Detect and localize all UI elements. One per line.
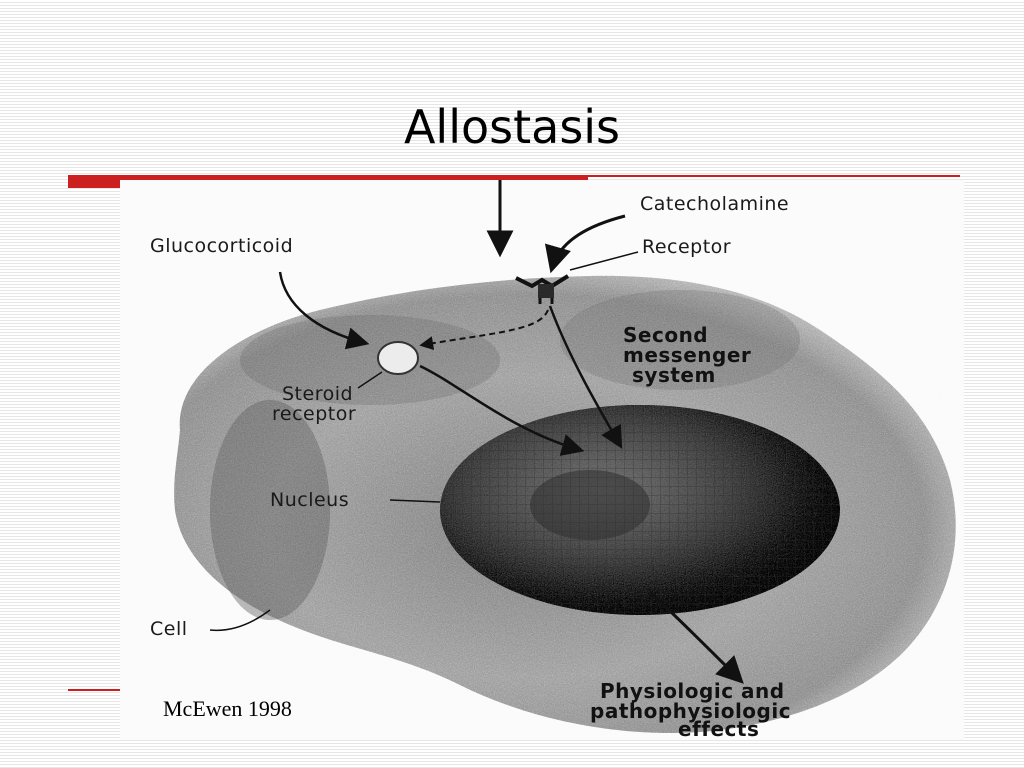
label-second-messenger-1: Second <box>623 323 708 347</box>
receptor-leader <box>569 251 639 271</box>
label-steroid-receptor-2: receptor <box>272 403 356 425</box>
steroid-to-nucleus-arrow <box>419 364 585 456</box>
second-messenger-crosstalk-arrow <box>419 309 549 351</box>
cytoplasm-shading <box>560 290 800 390</box>
label-nucleus: Nucleus <box>270 489 349 511</box>
nucleus-dark-core <box>530 470 650 540</box>
label-second-messenger-2: messenger <box>623 343 751 367</box>
nucleus-leader <box>389 499 441 503</box>
label-catecholamine: Catecholamine <box>640 193 789 215</box>
label-receptor: Receptor <box>642 236 731 258</box>
citation: McEwen 1998 <box>163 696 292 721</box>
title-underline-thin <box>588 175 960 177</box>
second-messenger-arrow <box>548 305 623 449</box>
slide-title: Allostasis <box>403 100 621 154</box>
label-effects-1: Physiologic and <box>600 679 785 703</box>
footer-accent-line <box>68 689 128 691</box>
glucocorticoid-arrow <box>278 271 370 350</box>
label-cell: Cell <box>150 618 188 640</box>
catecholamine-arrow <box>544 214 626 274</box>
effects-arrow <box>648 590 744 684</box>
cell-leader <box>209 609 271 632</box>
label-effects-3: effects <box>678 717 759 740</box>
label-steroid-receptor-1: Steroid <box>282 383 353 405</box>
label-second-messenger-3: system <box>632 363 716 387</box>
steroid-receptor <box>377 341 419 375</box>
allostasis-cell-diagram: Catecholamine Receptor Glucocorticoid Se… <box>120 180 964 740</box>
label-effects-2: pathophysiologic <box>590 699 791 723</box>
cytoplasm-shading <box>240 315 500 405</box>
receptor-icon <box>515 274 570 304</box>
cell-diagram-svg: Catecholamine Receptor Glucocorticoid Se… <box>150 180 956 740</box>
cytoplasm-shading <box>210 400 330 620</box>
steroid-receptor-leader <box>357 371 383 389</box>
label-glucocorticoid: Glucocorticoid <box>150 235 293 257</box>
